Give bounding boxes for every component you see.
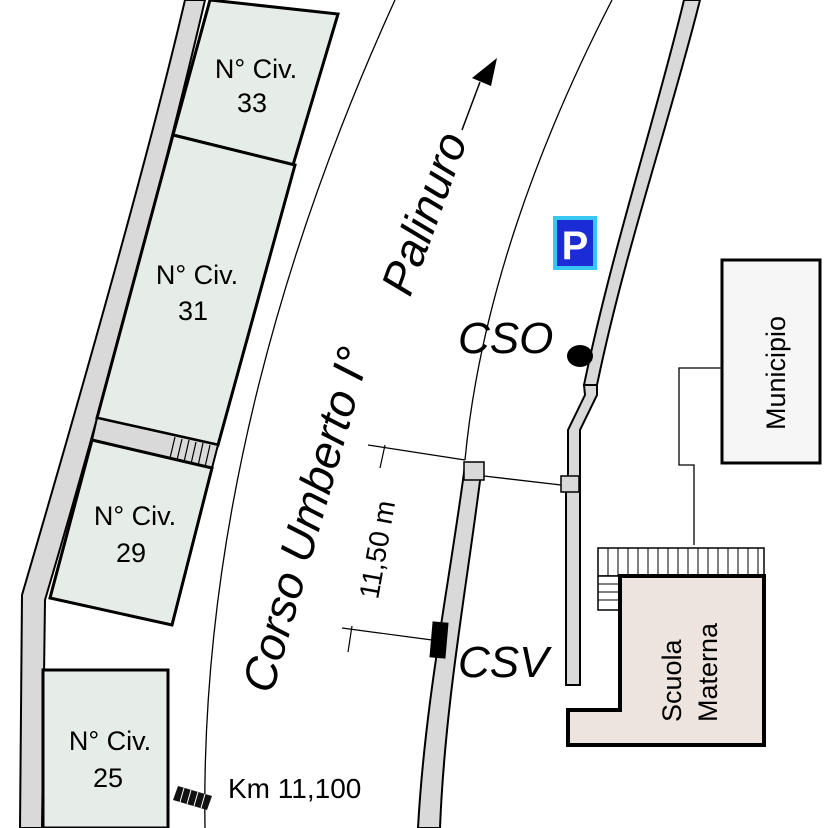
building-label: N° Civ. bbox=[215, 54, 297, 84]
school-building: Scuola Materna bbox=[566, 574, 766, 747]
cso-sensor-dot bbox=[567, 345, 593, 367]
building-number: 33 bbox=[237, 88, 267, 118]
building-label: N° Civ. bbox=[69, 726, 151, 756]
municipio-label: Municipio bbox=[761, 316, 791, 430]
building-civ-25: N° Civ. 25 bbox=[41, 668, 170, 828]
municipio-building: Municipio bbox=[720, 258, 822, 465]
km-marker: Km 11,100 bbox=[173, 773, 361, 810]
building-number: 29 bbox=[116, 538, 146, 568]
building-civ-29: N° Civ. 29 bbox=[48, 438, 214, 627]
direction-arrow-icon bbox=[461, 58, 497, 131]
school-label-line1: Scuola bbox=[657, 638, 687, 722]
parking-letter: P bbox=[562, 224, 589, 268]
curb-connector bbox=[483, 475, 562, 486]
building-label: N° Civ. bbox=[94, 501, 176, 531]
school-label-line2: Materna bbox=[693, 622, 723, 722]
right-sidewalk-junction bbox=[560, 475, 580, 493]
building-label: N° Civ. bbox=[156, 260, 238, 290]
center-curb bbox=[416, 464, 484, 828]
road-name-label: Corso Umberto I° bbox=[232, 341, 380, 697]
building-number: 31 bbox=[178, 296, 208, 326]
municipio-connector bbox=[678, 367, 722, 545]
csv-label: CSV bbox=[458, 638, 552, 687]
csv-sensor-block bbox=[429, 621, 449, 659]
road-edge-center bbox=[464, 0, 613, 461]
parking-icon: P bbox=[553, 216, 597, 270]
building-civ-33: N° Civ. 33 bbox=[171, 0, 340, 167]
right-sidewalk-mid bbox=[567, 384, 598, 481]
school-stairs bbox=[597, 547, 765, 611]
cso-label: CSO bbox=[458, 314, 553, 363]
center-curb-junction bbox=[463, 461, 485, 481]
width-measure-label: 11,50 m bbox=[353, 498, 401, 601]
right-sidewalk-upper bbox=[582, 0, 702, 386]
building-number: 25 bbox=[93, 763, 123, 793]
road-edge-left bbox=[204, 0, 396, 828]
right-sidewalk-lower bbox=[565, 479, 581, 686]
km-marker-label: Km 11,100 bbox=[228, 773, 361, 804]
direction-label: Palinuro bbox=[371, 125, 478, 301]
